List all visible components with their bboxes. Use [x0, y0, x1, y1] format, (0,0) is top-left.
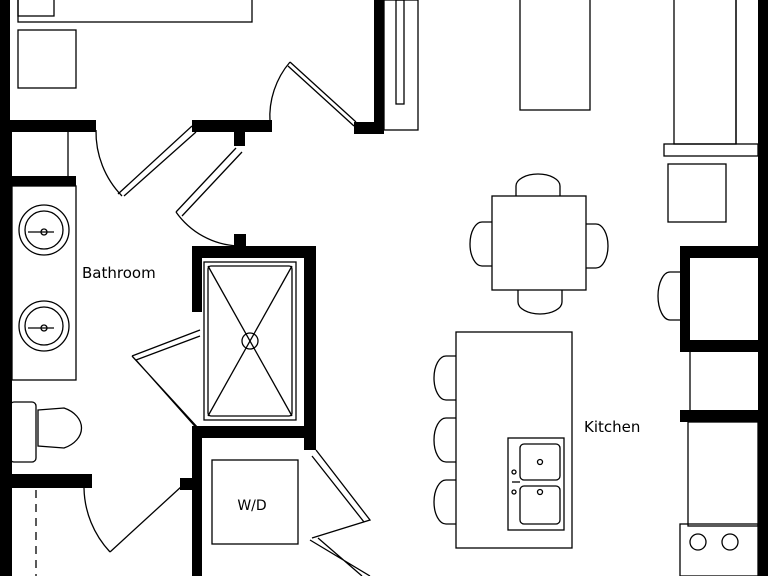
right-shelf: [663, 143, 759, 157]
door-hall-leaf: [175, 147, 237, 213]
top-left-box: [17, 0, 55, 17]
burner-1: [689, 533, 707, 551]
wall-right-closet-top: [680, 246, 768, 258]
chair-left: [469, 221, 492, 267]
right-counter: [687, 421, 759, 527]
shower: [203, 261, 297, 421]
wall-laundry-left: [192, 426, 202, 576]
room-label-bathroom: Bathroom: [82, 264, 156, 282]
washer-dryer: [211, 459, 299, 545]
label-washer-dryer: W/D: [237, 498, 266, 514]
door-shower: [131, 329, 201, 433]
wall-shower-left: [192, 246, 202, 312]
door-laundry-bifold: [309, 449, 372, 576]
wall-shower-bottom: [192, 426, 316, 438]
stool-2: [433, 417, 456, 463]
kitchen-island: [455, 331, 573, 549]
wall-left-lower: [0, 120, 12, 576]
chair-bottom: [517, 290, 563, 315]
wall-shower-top: [192, 246, 316, 258]
right-box: [667, 163, 727, 223]
door-bathroom-leaf: [117, 125, 193, 195]
stool-1: [433, 355, 456, 401]
stool-3: [433, 479, 456, 525]
wall-bath-top-left: [0, 120, 96, 132]
toilet: [9, 401, 83, 463]
wall-right: [758, 0, 768, 576]
top-left-cabinet: [17, 0, 253, 23]
chair-right: [586, 223, 609, 269]
wall-bath-bottom: [10, 474, 92, 488]
closet-track: [383, 0, 419, 131]
wall-right-closet-bottom: [680, 410, 768, 422]
room-label-kitchen: Kitchen: [584, 418, 640, 436]
wall-right-closet-mid: [680, 340, 768, 352]
wall-stub-top: [234, 130, 245, 146]
wall-shower-right: [304, 246, 316, 450]
dining-table: [491, 195, 587, 291]
door-bathroom-swing: [95, 129, 123, 197]
chair-right-wall: [657, 271, 680, 321]
top-left-nightstand: [17, 29, 77, 89]
door-bath-bottom-swing: [83, 487, 111, 553]
right-wardrobe: [673, 0, 737, 145]
top-counter: [519, 0, 591, 111]
door-bedroom: [269, 61, 357, 123]
closet-door-panel: [395, 0, 405, 105]
burner-2: [721, 533, 739, 551]
door-hall-swing: [175, 211, 239, 247]
wall-vanity-top: [10, 176, 76, 186]
sink-bottom: [18, 300, 70, 352]
range: [679, 523, 759, 576]
wall-top-center: [374, 0, 384, 134]
kitchen-sink: [507, 437, 565, 531]
vanity-counter: [11, 185, 77, 381]
chair-top: [515, 173, 561, 196]
wall-right-closet-left: [680, 246, 690, 352]
wall-stub-laundry: [180, 478, 194, 490]
wall-left-upper: [0, 0, 10, 130]
wall-top-center-foot: [354, 122, 384, 134]
sink-top: [18, 204, 70, 256]
wall-bath-top-right: [192, 120, 272, 132]
